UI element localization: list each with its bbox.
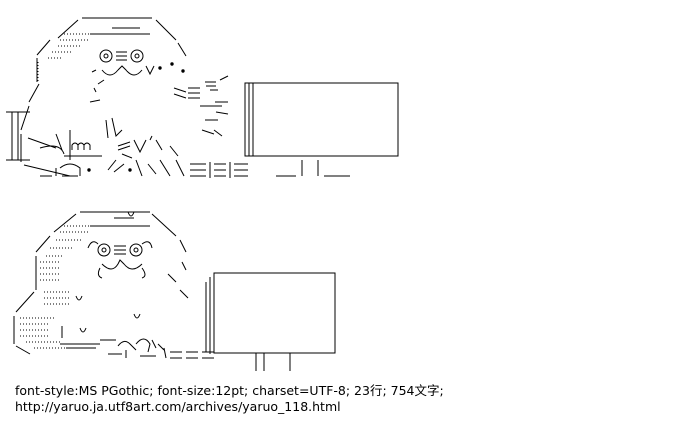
caption-meta-line: font-style:MS PGothic; font-size:12pt; c… — [15, 383, 444, 398]
caption-source-url[interactable]: http://yaruo.ja.utf8art.com/archives/yar… — [15, 399, 341, 414]
bottom-frog-character — [13, 211, 214, 359]
top-frog-character — [6, 17, 248, 178]
bottom-monitor — [205, 272, 336, 371]
top-monitor — [244, 82, 399, 177]
